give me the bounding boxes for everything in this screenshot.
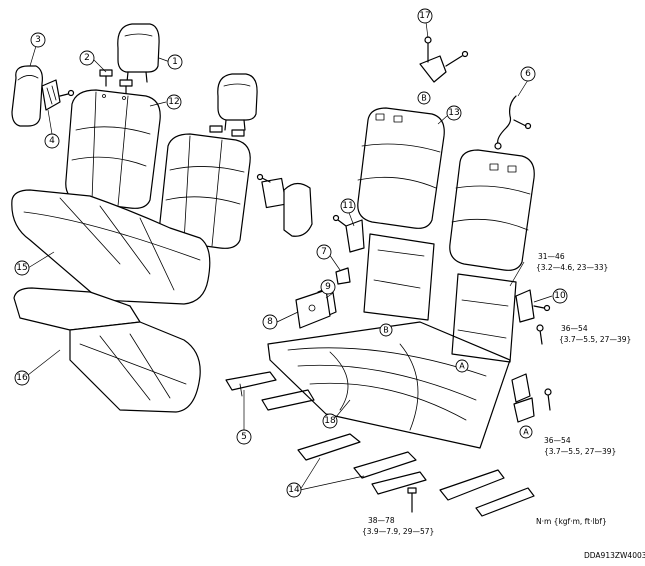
callout-16: 16	[14, 370, 30, 386]
svg-text:A: A	[523, 428, 529, 437]
units-note: N·m {kgf·m, ft·lbf}	[536, 517, 607, 526]
callout-4: 4	[44, 133, 60, 149]
top-bracket	[419, 36, 469, 83]
torque-spec-4: 38—78 {3.9—7.9, 29—57}	[362, 516, 434, 536]
document-id: DDA913ZW4003	[584, 551, 645, 560]
svg-text:12: 12	[168, 97, 179, 107]
svg-text:16: 16	[16, 373, 28, 383]
callout-17: 17	[417, 8, 433, 24]
svg-text:8: 8	[267, 317, 273, 327]
svg-text:{3.7—5.5, 27—39}: {3.7—5.5, 27—39}	[544, 447, 616, 456]
callout-9: 9	[320, 279, 336, 295]
ref-letter-b-top: B	[417, 91, 431, 105]
callout-14: 14	[286, 482, 302, 498]
hinge-covers	[225, 371, 315, 411]
hinge-bracket-left	[332, 214, 365, 253]
headrest-left	[117, 23, 160, 83]
svg-text:10: 10	[554, 291, 566, 301]
svg-text:6: 6	[525, 69, 531, 79]
svg-text:2: 2	[84, 53, 90, 63]
svg-text:{3.9—7.9, 29—57}: {3.9—7.9, 29—57}	[362, 527, 434, 536]
hinge-plate-8	[295, 289, 331, 329]
callout-2: 2	[79, 50, 95, 66]
svg-text:15: 15	[16, 263, 27, 273]
svg-text:38—78: 38—78	[368, 516, 395, 525]
svg-text:13: 13	[448, 108, 459, 118]
seat-cushion-lower	[13, 287, 201, 413]
armrest	[11, 65, 43, 127]
callout-15: 15	[14, 260, 30, 276]
svg-text:36—54: 36—54	[561, 324, 588, 333]
side-cushion	[256, 173, 313, 237]
svg-text:9: 9	[325, 282, 331, 292]
svg-text:B: B	[383, 326, 389, 335]
torque-spec-1: 31—46 {3.2—4.6, 23—33}	[536, 252, 608, 272]
svg-text:{3.2—4.6, 23—33}: {3.2—4.6, 23—33}	[536, 263, 608, 272]
ref-letter-a-left: A	[455, 359, 469, 373]
callout-13: 13	[446, 105, 462, 121]
seatback-rear-left	[357, 107, 445, 229]
mounting-bolts-right	[511, 324, 552, 423]
callout-11: 11	[340, 198, 356, 214]
svg-text:36—54: 36—54	[544, 436, 571, 445]
seatback-left	[65, 89, 161, 209]
callout-12: 12	[166, 94, 182, 110]
seat-frame	[267, 321, 511, 449]
seatback-rear-right	[449, 149, 535, 271]
torque-spec-3: 36—54 {3.7—5.5, 27—39}	[544, 436, 616, 456]
svg-text:4: 4	[49, 136, 55, 146]
torque-spec-2: 36—54 {3.7—5.5, 27—39}	[559, 324, 631, 344]
svg-text:14: 14	[288, 485, 300, 495]
callout-8: 8	[262, 314, 278, 330]
svg-text:31—46: 31—46	[538, 252, 565, 261]
svg-text:A: A	[459, 362, 465, 371]
svg-text:17: 17	[419, 11, 430, 21]
seat-cushion	[11, 189, 211, 305]
clip-7	[335, 267, 351, 285]
svg-text:{3.7—5.5, 27—39}: {3.7—5.5, 27—39}	[559, 335, 631, 344]
svg-text:7: 7	[321, 247, 327, 257]
svg-text:5: 5	[241, 432, 247, 442]
callout-3: 3	[30, 32, 46, 48]
callout-1: 1	[167, 54, 183, 70]
lower-brackets	[297, 433, 427, 495]
callout-6: 6	[520, 66, 536, 82]
lower-rails	[439, 469, 535, 517]
svg-text:3: 3	[35, 35, 41, 45]
svg-text:B: B	[421, 94, 427, 103]
callout-7: 7	[316, 244, 332, 260]
headrest-right	[209, 73, 258, 137]
callout-18: 18	[322, 413, 338, 429]
svg-text:18: 18	[324, 416, 336, 426]
ref-letter-a-right: A	[519, 425, 533, 439]
bolt-lower	[407, 487, 417, 513]
svg-text:1: 1	[172, 57, 178, 67]
ref-letter-b-mid: B	[379, 323, 393, 337]
hinge-bracket-right	[515, 289, 551, 323]
seatback-frame	[363, 233, 517, 363]
callout-5: 5	[236, 429, 252, 445]
armrest-bracket	[41, 79, 75, 111]
svg-text:11: 11	[342, 201, 353, 211]
callout-10: 10	[552, 288, 568, 304]
seat-belt-buckle	[494, 95, 532, 150]
leader-lines	[27, 21, 553, 491]
